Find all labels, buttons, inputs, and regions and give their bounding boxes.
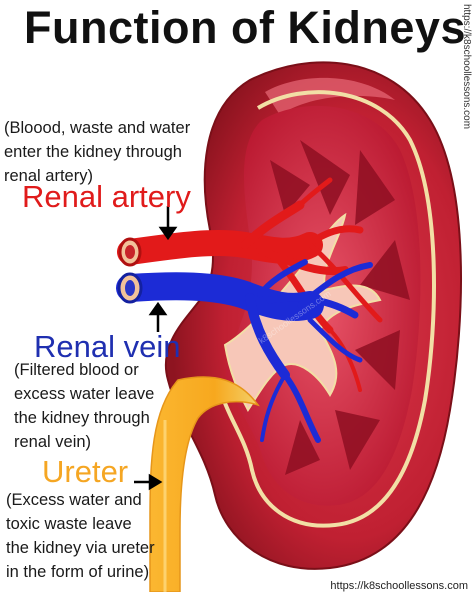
renal-artery-vessels: [117, 177, 383, 392]
note-line: enter the kidney through: [4, 143, 182, 161]
side-url: https://k8schoollessons.com: [461, 4, 472, 130]
note-line: (Filtered blood or: [14, 361, 139, 379]
note-line: excess water leave: [14, 385, 155, 403]
note-line: (Bloood, waste and water: [4, 119, 191, 137]
pointer-arrows: [134, 206, 178, 491]
note-line: the kidney through: [14, 409, 150, 427]
cortex-highlight: [265, 77, 395, 115]
note-line: renal artery): [4, 167, 93, 185]
ureter-tube: [149, 376, 260, 592]
note-line: (Excess water and: [6, 491, 142, 509]
renal-artery-note: (Bloood, waste and water enter the kidne…: [4, 116, 190, 188]
bottom-url: https://k8schoollessons.com: [330, 580, 468, 592]
note-line: the kidney via ureter: [6, 539, 155, 557]
note-line: renal vein): [14, 433, 92, 451]
capsule-line: [220, 90, 436, 528]
page-title: Function of Kidneys: [24, 2, 466, 53]
renal-pyramids: [270, 140, 410, 475]
note-line: in the form of urine): [6, 563, 150, 581]
ureter-label: Ureter: [42, 454, 129, 489]
renal-vein-label: Renal vein: [34, 329, 181, 364]
renal-artery-label: Renal artery: [22, 179, 191, 214]
renal-vein-vessels: [116, 259, 373, 443]
renal-vein-note: (Filtered blood or excess water leave th…: [14, 358, 154, 454]
ureter-note: (Excess water and toxic waste leave the …: [6, 488, 155, 584]
note-line: toxic waste leave: [6, 515, 132, 533]
